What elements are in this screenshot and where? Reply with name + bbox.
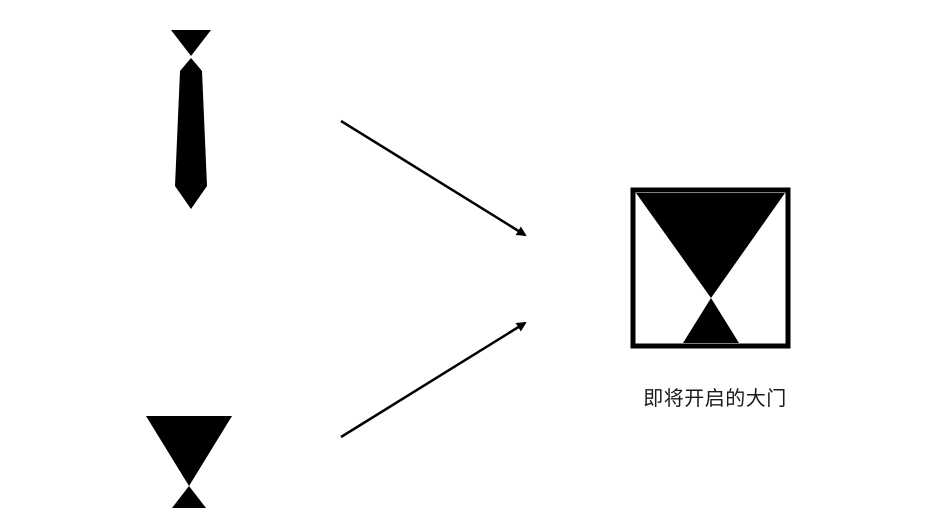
- arrow-bottom: [340, 321, 527, 439]
- door-caption: 即将开启的大门: [643, 386, 787, 410]
- hourglass-icon: [146, 416, 232, 508]
- necktie-icon: [171, 30, 211, 209]
- arrow-top: [340, 119, 527, 237]
- door-icon: [630, 187, 791, 349]
